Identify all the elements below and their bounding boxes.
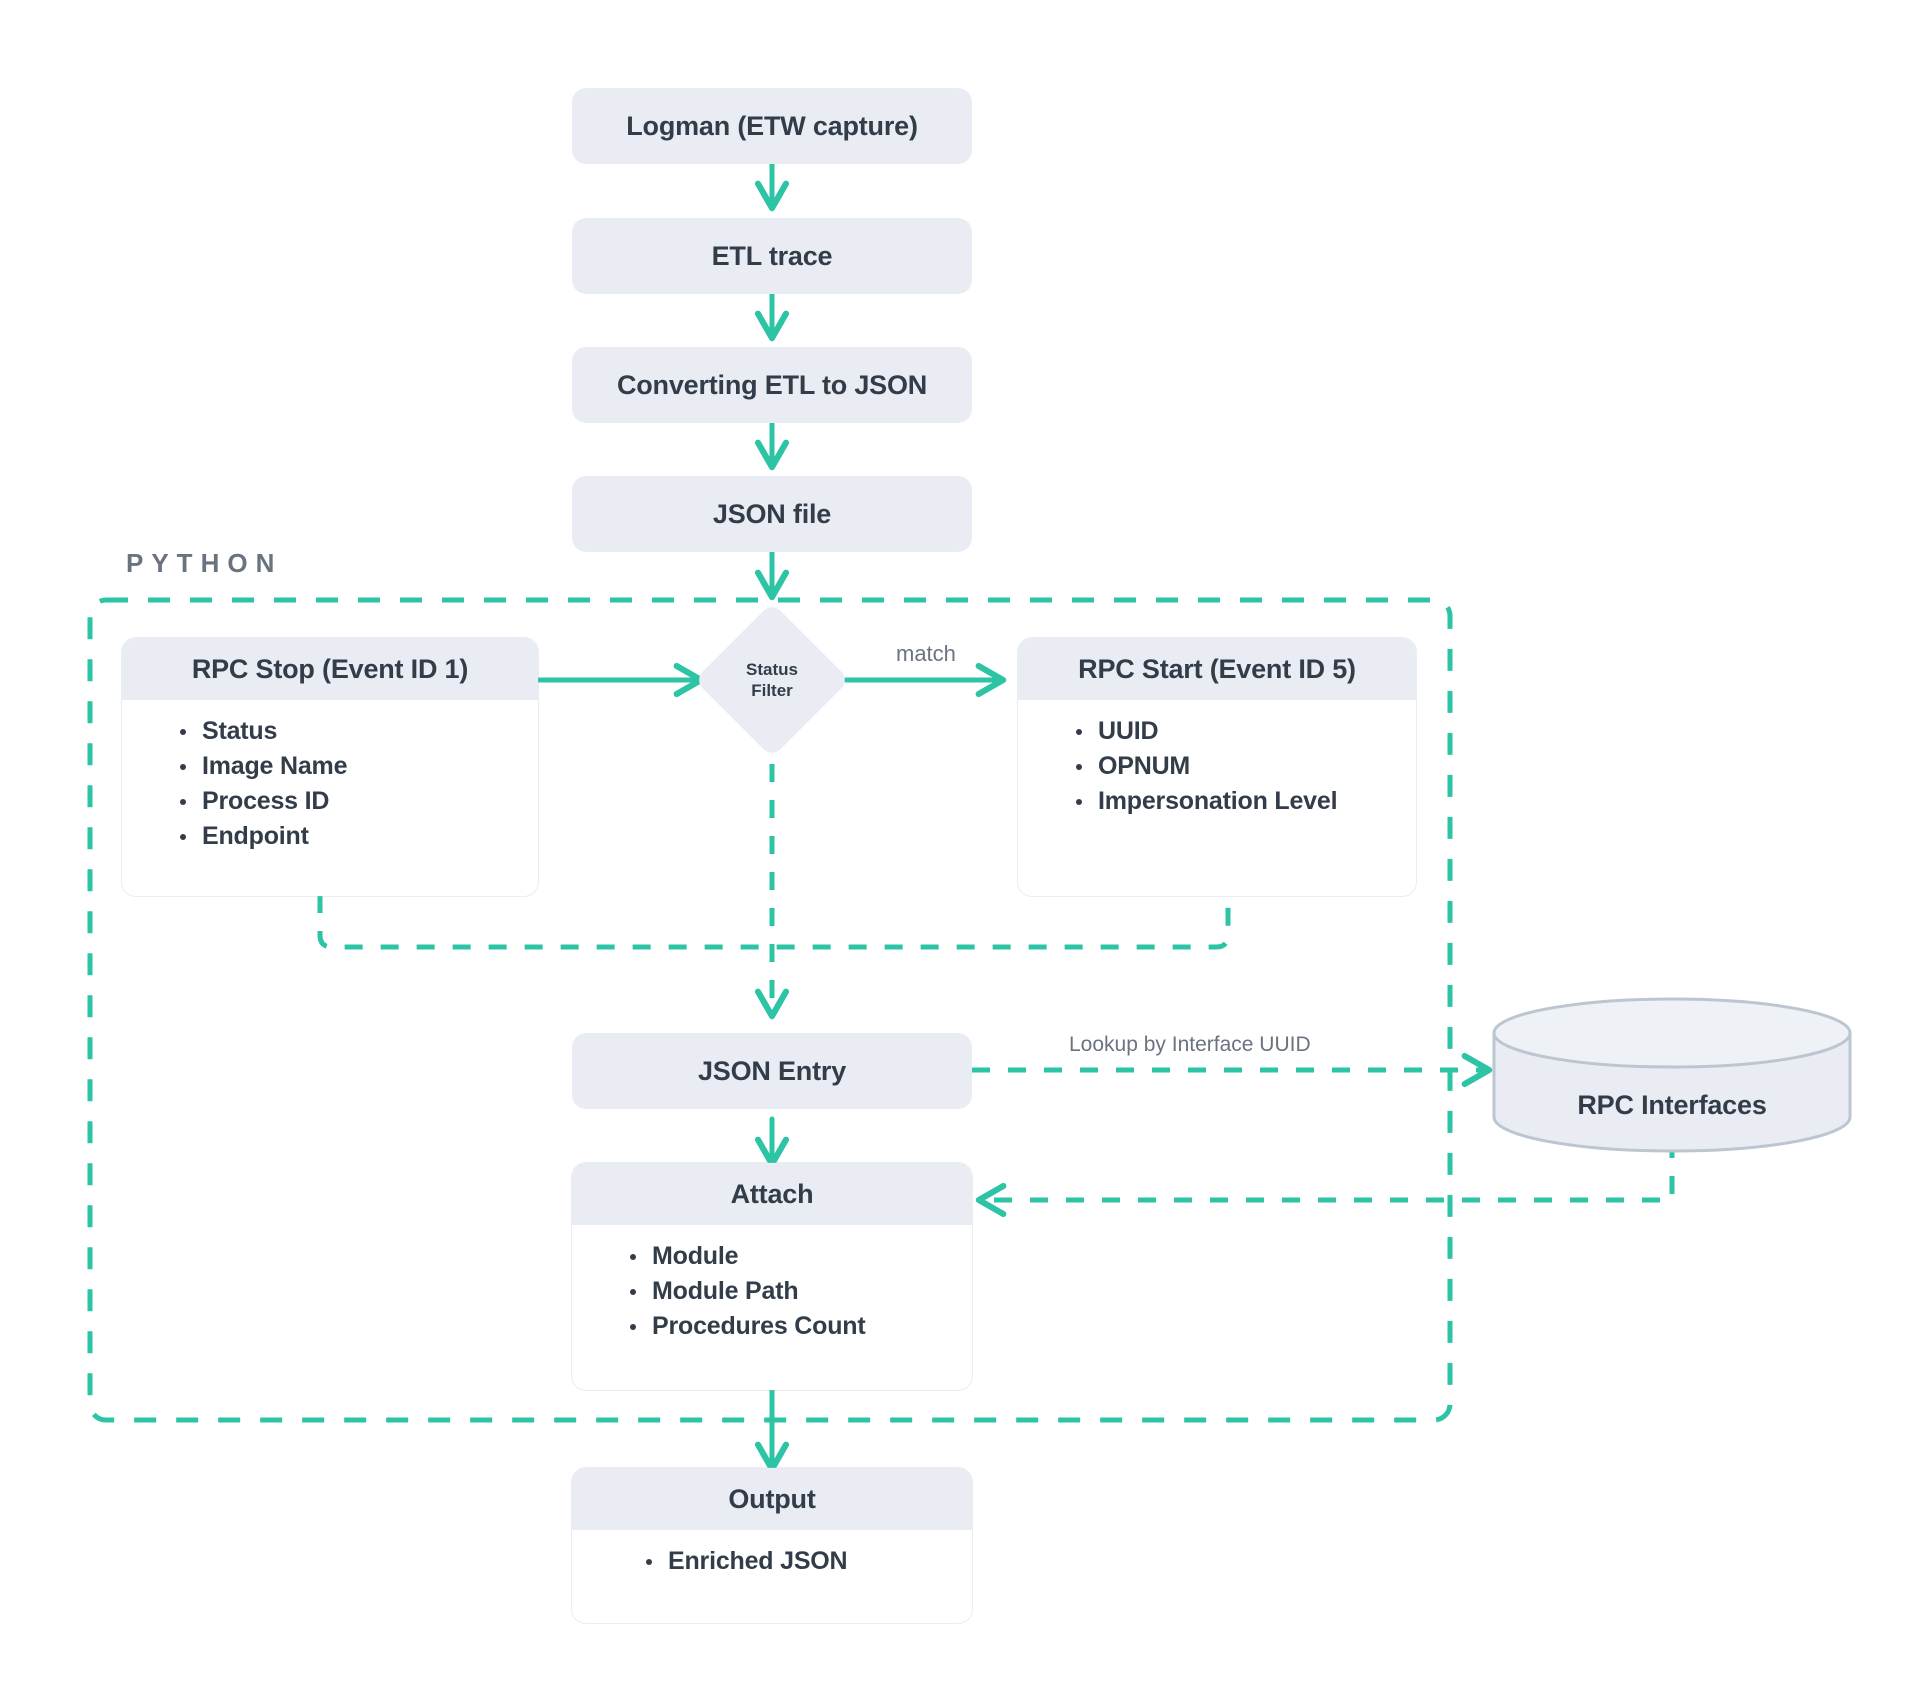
node-rpc-stop-header: RPC Stop (Event ID 1) (122, 638, 538, 700)
node-status-filter[interactable] (694, 602, 850, 758)
edge-label-match: match (896, 641, 956, 666)
node-attach-body: Module Module Path Procedures Count (572, 1225, 972, 1362)
edge-rpcstop-bracket (317, 895, 1231, 950)
edge-label-lookup: Lookup by Interface UUID (1069, 1033, 1311, 1056)
node-output-list: Enriched JSON (572, 1544, 972, 1579)
list-item: Module Path (630, 1274, 972, 1309)
node-logman-label: Logman (ETW capture) (626, 110, 918, 141)
python-group-label: PYTHON (126, 548, 283, 578)
node-json-entry-label: JSON Entry (697, 1055, 847, 1086)
node-logman[interactable]: Logman (ETW capture) (572, 88, 972, 164)
node-converting-etl-to-json-label: Converting ETL to JSON (616, 369, 928, 400)
node-rpc-start-header: RPC Start (Event ID 5) (1018, 638, 1416, 700)
node-etl-trace[interactable]: ETL trace (572, 218, 972, 294)
list-item: Impersonation Level (1076, 784, 1416, 819)
node-json-entry[interactable]: JSON Entry (572, 1033, 972, 1109)
node-rpc-stop[interactable]: RPC Stop (Event ID 1) Status Image Name … (122, 638, 538, 896)
edge-interfaces-to-attach (975, 1140, 1675, 1218)
list-item: Endpoint (180, 819, 538, 854)
node-output-header: Output (572, 1468, 972, 1530)
node-rpc-stop-body: Status Image Name Process ID Endpoint (122, 700, 538, 872)
node-output-body: Enriched JSON (572, 1530, 972, 1597)
node-json-file[interactable]: JSON file (572, 476, 972, 552)
node-converting-etl-to-json[interactable]: Converting ETL to JSON (572, 347, 972, 423)
list-item: OPNUM (1076, 749, 1416, 784)
list-item: Procedures Count (630, 1309, 972, 1344)
list-item: Image Name (180, 749, 538, 784)
list-item: UUID (1076, 714, 1416, 749)
node-attach-list: Module Module Path Procedures Count (572, 1239, 972, 1344)
list-item: Process ID (180, 784, 538, 819)
node-rpc-start[interactable]: RPC Start (Event ID 5) UUID OPNUM Impers… (1018, 638, 1416, 896)
list-item: Status (180, 714, 538, 749)
node-rpc-interfaces-label: RPC Interfaces (1577, 1090, 1767, 1120)
node-output[interactable]: Output Enriched JSON (572, 1468, 972, 1623)
rpc-interfaces-cylinder-shape (1492, 997, 1852, 1153)
node-attach[interactable]: Attach Module Module Path Procedures Cou… (572, 1163, 972, 1390)
node-json-file-label: JSON file (712, 498, 832, 529)
node-rpc-start-list: UUID OPNUM Impersonation Level (1018, 714, 1416, 819)
node-rpc-start-body: UUID OPNUM Impersonation Level (1018, 700, 1416, 837)
python-group-boundary (87, 597, 1453, 1423)
node-rpc-stop-list: Status Image Name Process ID Endpoint (122, 714, 538, 854)
list-item: Enriched JSON (646, 1544, 972, 1579)
list-item: Module (630, 1239, 972, 1274)
node-etl-trace-label: ETL trace (711, 240, 833, 271)
node-attach-header: Attach (572, 1163, 972, 1225)
status-filter-diamond-shape (694, 602, 850, 758)
